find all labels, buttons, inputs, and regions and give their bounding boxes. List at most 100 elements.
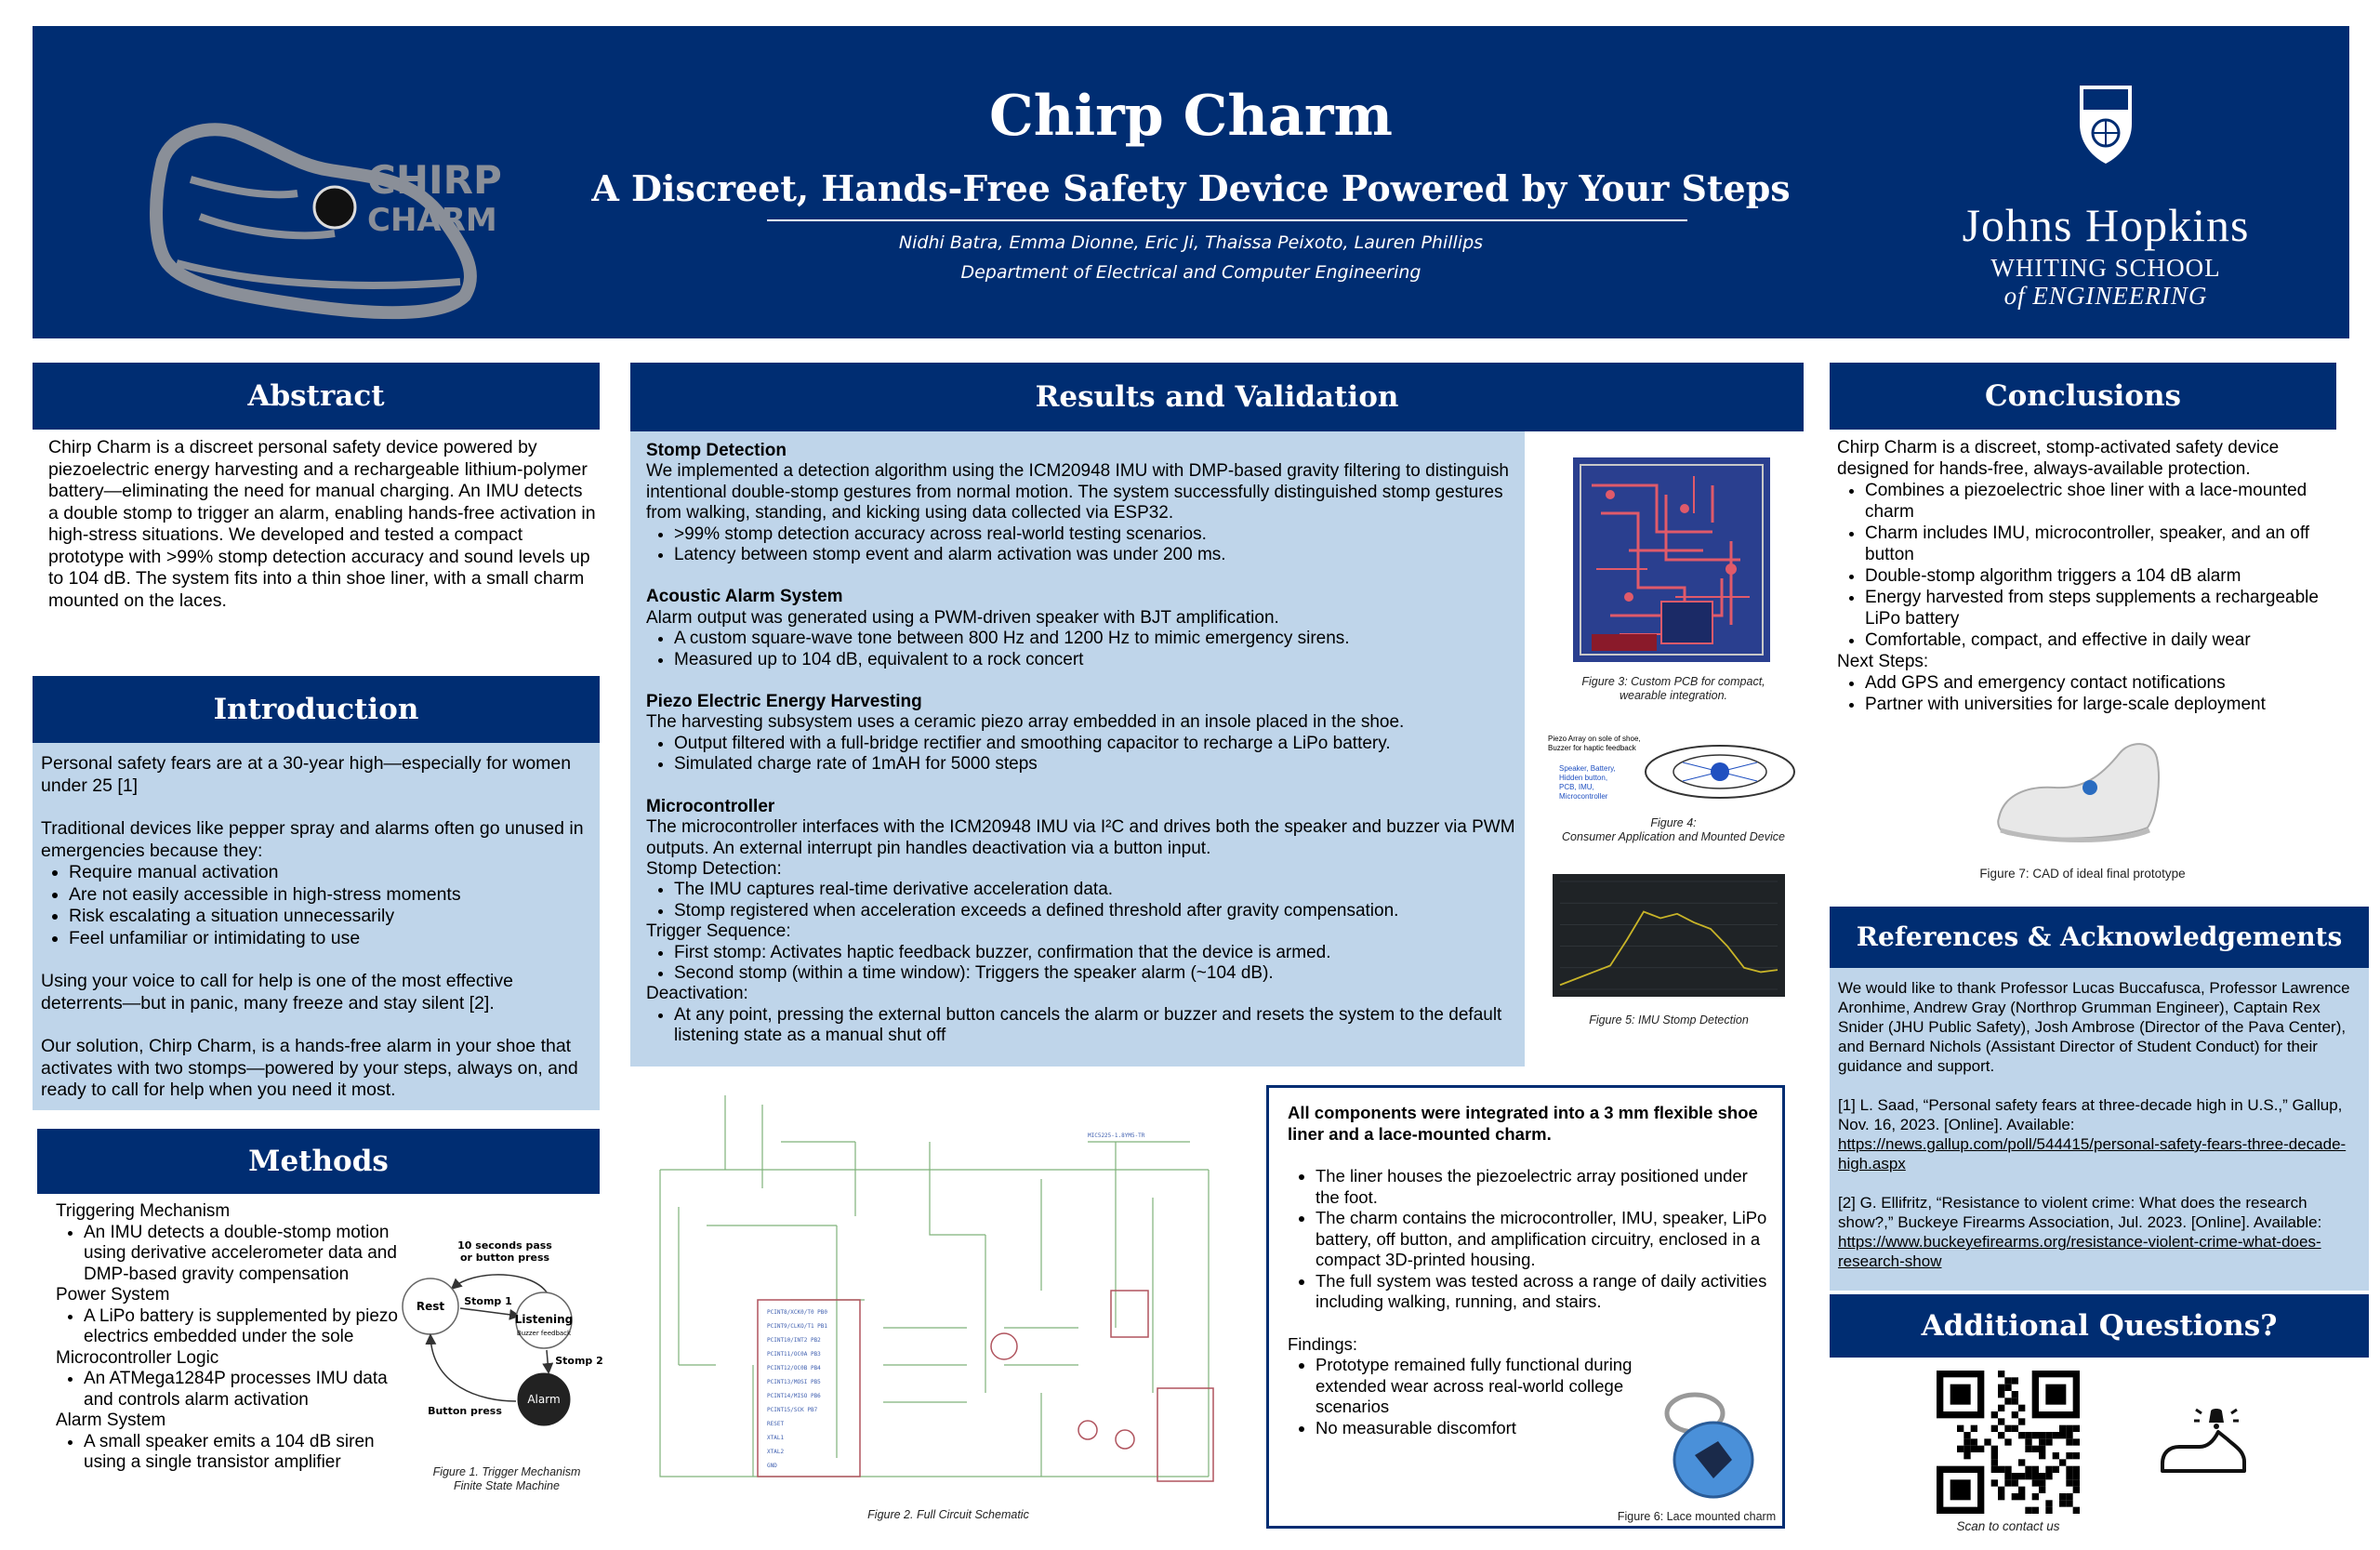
qr-module — [2045, 1465, 2053, 1473]
integration-text: All components were integrated into a 3 … — [1288, 1103, 1771, 1438]
fig4-note-5: PCB, IMU, — [1559, 783, 1594, 791]
qr-module — [2039, 1438, 2046, 1446]
svg-text:PCINT14/MISO PB6: PCINT14/MISO PB6 — [767, 1393, 821, 1399]
qr-module — [2039, 1445, 2046, 1452]
qr-module — [2039, 1473, 2046, 1480]
qr-module — [2018, 1404, 2026, 1411]
integration-bullet: The charm contains the microcontroller, … — [1316, 1208, 1771, 1271]
qr-module — [2045, 1506, 2053, 1514]
qr-module — [2039, 1432, 2046, 1439]
conclusions-heading: Conclusions — [1830, 363, 2336, 430]
fig4-note-1: Piezo Array on sole of shoe, — [1548, 735, 1641, 743]
qr-module — [1984, 1438, 1991, 1446]
deactivation-label: Deactivation: — [646, 984, 748, 1004]
intro-p1: Personal safety fears are at a 30-year h… — [41, 753, 572, 796]
qr-module — [2039, 1479, 2046, 1487]
piezo-bullet: Simulated charge rate of 1mAH for 5000 s… — [674, 754, 1515, 775]
fsm-buzzer-label: Buzzer feedback — [517, 1330, 572, 1337]
school-line1: WHITING SCHOOL — [1990, 254, 2221, 282]
integration-bullet: The liner houses the piezoelectric array… — [1316, 1166, 1771, 1208]
svg-text:GND: GND — [767, 1463, 777, 1469]
qr-module — [2018, 1473, 2026, 1480]
qr-module — [2072, 1486, 2080, 1493]
qr-module — [1990, 1479, 1998, 1487]
fig1-caption: Figure 1. Trigger Mechanism Finite State… — [395, 1465, 618, 1493]
piezo-text: The harvesting subsystem uses a ceramic … — [646, 712, 1405, 733]
fsm-listening-label: Listening — [515, 1313, 574, 1326]
intro-bullet: Require manual activation — [69, 862, 594, 884]
qr-module — [2059, 1500, 2067, 1507]
integration-title: All components were integrated into a 3 … — [1288, 1103, 1758, 1144]
qr-module — [2072, 1479, 2080, 1487]
qr-module — [2066, 1452, 2073, 1460]
deactivation-bullet: At any point, pressing the external butt… — [674, 1005, 1515, 1047]
qr-module — [2052, 1465, 2059, 1473]
qr-module — [1964, 1452, 1971, 1460]
qr-module — [1990, 1452, 1998, 1460]
qr-module — [2011, 1424, 2018, 1432]
fig4-caption-2: Consumer Application and Mounted Device — [1562, 830, 1785, 843]
results-text: Stomp Detection We implemented a detecti… — [646, 441, 1515, 1047]
qr-module — [2066, 1479, 2073, 1487]
qr-finder — [2045, 1384, 2067, 1405]
qr-module — [2011, 1479, 2018, 1487]
chart-series-line — [1559, 910, 1778, 987]
references-panel — [1830, 968, 2369, 1291]
qr-module — [2025, 1506, 2032, 1514]
reference-1-link[interactable]: https://news.gallup.com/poll/544415/pers… — [1838, 1135, 2347, 1172]
qr-module — [2011, 1391, 2018, 1398]
piezo-bullet: Output filtered with a full-bridge recti… — [674, 734, 1515, 754]
title-divider — [767, 219, 1687, 221]
svg-text:PCINT13/MOSI PB5: PCINT13/MOSI PB5 — [767, 1379, 821, 1385]
reference-2-link[interactable]: https://www.buckeyefirearms.org/resistan… — [1838, 1233, 2321, 1270]
intro-bullet: Risk escalating a situation unnecessaril… — [69, 906, 594, 928]
shoe-logo-icon: CHIRP CHARM — [150, 123, 502, 320]
next-steps-bullet: Partner with universities for large-scal… — [1865, 694, 2339, 715]
qr-module — [2004, 1384, 2012, 1391]
qr-module — [1990, 1445, 1998, 1452]
pcb-image — [1573, 457, 1770, 662]
fig1-caption-1: Figure 1. Trigger Mechanism — [432, 1465, 581, 1478]
qr-module — [2018, 1459, 2026, 1466]
methods-bullet: A LiPo battery is supplemented by piezo … — [84, 1306, 400, 1348]
svg-text:PCINT11/OC0A PB3: PCINT11/OC0A PB3 — [767, 1351, 821, 1358]
introduction-text: Personal safety fears are at a 30-year h… — [41, 753, 594, 1102]
fig4-note-6: Microcontroller — [1559, 792, 1608, 801]
qr-module — [2052, 1432, 2059, 1439]
qr-module — [1957, 1445, 1964, 1452]
qr-module — [1990, 1424, 1998, 1432]
svg-text:PCINT9/CLKO/T1 PB1: PCINT9/CLKO/T1 PB1 — [767, 1323, 827, 1330]
fig3-caption-2: wearable integration. — [1619, 689, 1728, 702]
qr-module — [1998, 1465, 2005, 1473]
qr-module — [2031, 1473, 2039, 1480]
qr-module — [1964, 1445, 1971, 1452]
methods-text: Triggering Mechanism An IMU detects a do… — [56, 1201, 400, 1474]
qr-caption: Scan to contact us — [1956, 1519, 2060, 1533]
qr-module — [2031, 1479, 2039, 1487]
methods-label: Alarm System — [56, 1411, 166, 1430]
qr-module — [1957, 1424, 1964, 1432]
poster-subtitle: A Discreet, Hands-Free Safety Device Pow… — [591, 167, 1791, 209]
qr-code-icon[interactable] — [1937, 1371, 2080, 1514]
abstract-heading-text: Abstract — [247, 379, 385, 413]
introduction-panel — [33, 743, 600, 1110]
qr-module — [1990, 1411, 1998, 1419]
fsm-button-label: Button press — [428, 1405, 502, 1417]
header-banner: CHIRP CHARM Chirp Charm A Discreet, Hand… — [33, 26, 2349, 338]
qr-module — [2066, 1500, 2073, 1507]
fig4-caption: Figure 4: Consumer Application and Mount… — [1539, 816, 1808, 844]
qr-module — [2018, 1418, 2026, 1425]
imu-stomp-chart — [1553, 874, 1785, 997]
findings-bullet: Prototype remained fully functional duri… — [1316, 1355, 1669, 1418]
qr-module — [2059, 1493, 2067, 1501]
fig4-note-2: Buzzer for haptic feedback — [1548, 744, 1636, 752]
conclusions-text: Chirp Charm is a discreet, stomp-activat… — [1837, 437, 2339, 715]
acoustic-bullet: Measured up to 104 dB, equivalent to a r… — [674, 650, 1515, 670]
conclusions-bullet: Double-stomp algorithm triggers a 104 dB… — [1865, 565, 2339, 587]
svg-text:XTAL2: XTAL2 — [767, 1449, 784, 1455]
qr-module — [2072, 1465, 2080, 1473]
qr-module — [2025, 1438, 2032, 1446]
qr-module — [2066, 1465, 2073, 1473]
questions-heading: Additional Questions? — [1830, 1294, 2369, 1358]
svg-text:PCINT12/OC0B PB4: PCINT12/OC0B PB4 — [767, 1365, 821, 1371]
